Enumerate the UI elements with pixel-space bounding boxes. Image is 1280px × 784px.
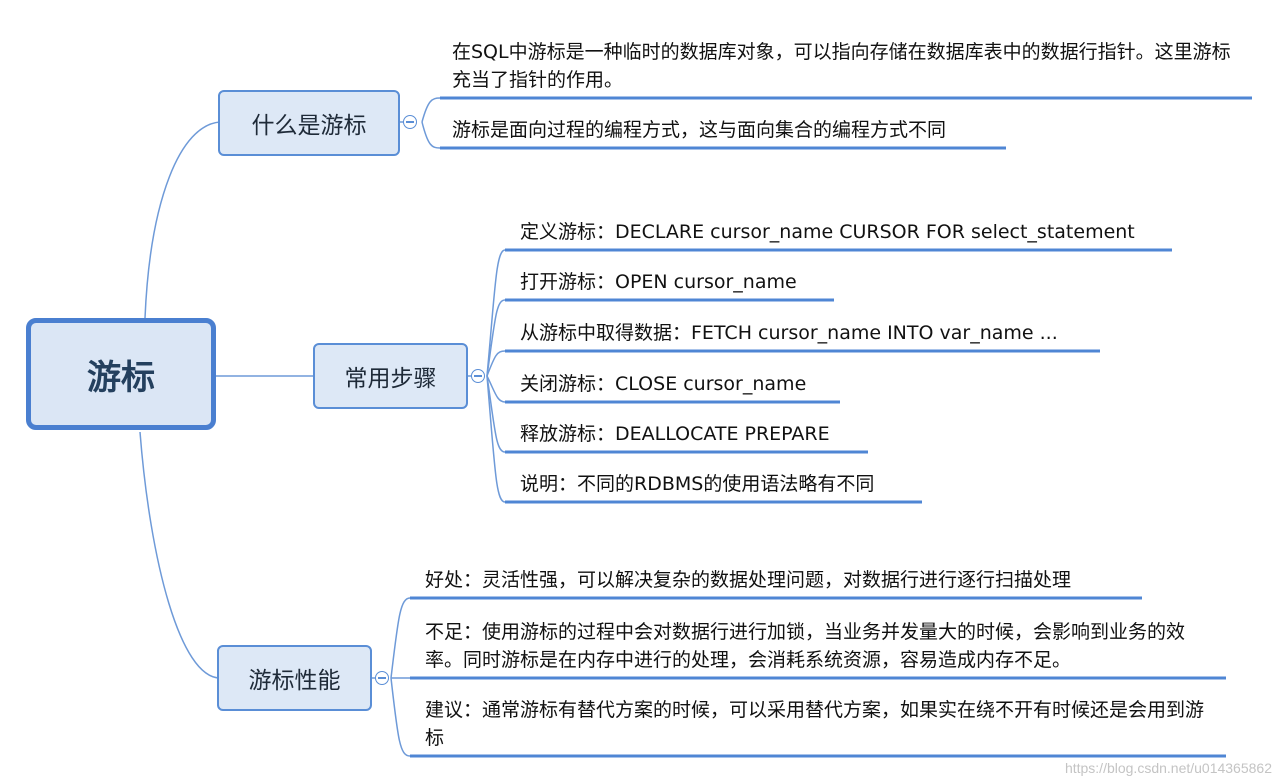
leaf-topic[interactable]: 打开游标：OPEN cursor_name <box>520 271 797 293</box>
root-label: 游标 <box>87 357 155 398</box>
leaf-topic[interactable]: 说明：不同的RDBMS的使用语法略有不同 <box>520 473 875 495</box>
branch-label: 游标性能 <box>248 668 341 694</box>
branch-label: 什么是游标 <box>251 113 367 139</box>
leaf-topic[interactable]: 从游标中取得数据：FETCH cursor_name INTO var_name… <box>520 322 1058 344</box>
leaf-topic[interactable]: 好处：灵活性强，可以解决复杂的数据处理问题，对数据行进行逐行扫描处理 <box>425 569 1072 591</box>
watermark: https://blog.csdn.net/u014365862 <box>1064 760 1272 776</box>
leaf-topic[interactable]: 不足：使用游标的过程中会对数据行进行加锁，当业务并发量大的时候，会影响到业务的效… <box>425 621 1186 671</box>
branch-node-cursor-performance[interactable]: 游标性能 <box>217 645 372 711</box>
branch-node-common-steps[interactable]: 常用步骤 <box>313 343 468 409</box>
root-node[interactable]: 游标 <box>26 318 216 430</box>
collapse-toggle-icon[interactable] <box>403 115 417 129</box>
collapse-toggle-icon[interactable] <box>471 369 485 383</box>
branch-label: 常用步骤 <box>344 366 437 392</box>
leaf-topic[interactable]: 在SQL中游标是一种临时的数据库对象，可以指向存储在数据库表中的数据行指针。这里… <box>452 41 1231 91</box>
branch-node-what-is-cursor[interactable]: 什么是游标 <box>218 90 400 156</box>
leaf-topic[interactable]: 游标是面向过程的编程方式，这与面向集合的编程方式不同 <box>452 119 947 141</box>
leaf-topic[interactable]: 建议：通常游标有替代方案的时候，可以采用替代方案，如果实在绕不开有时候还是会用到… <box>425 699 1205 749</box>
leaf-topic[interactable]: 释放游标：DEALLOCATE PREPARE <box>520 423 830 445</box>
leaf-topic[interactable]: 关闭游标：CLOSE cursor_name <box>520 373 807 395</box>
leaf-topic[interactable]: 定义游标：DECLARE cursor_name CURSOR FOR sele… <box>520 221 1135 243</box>
collapse-toggle-icon[interactable] <box>375 671 389 685</box>
